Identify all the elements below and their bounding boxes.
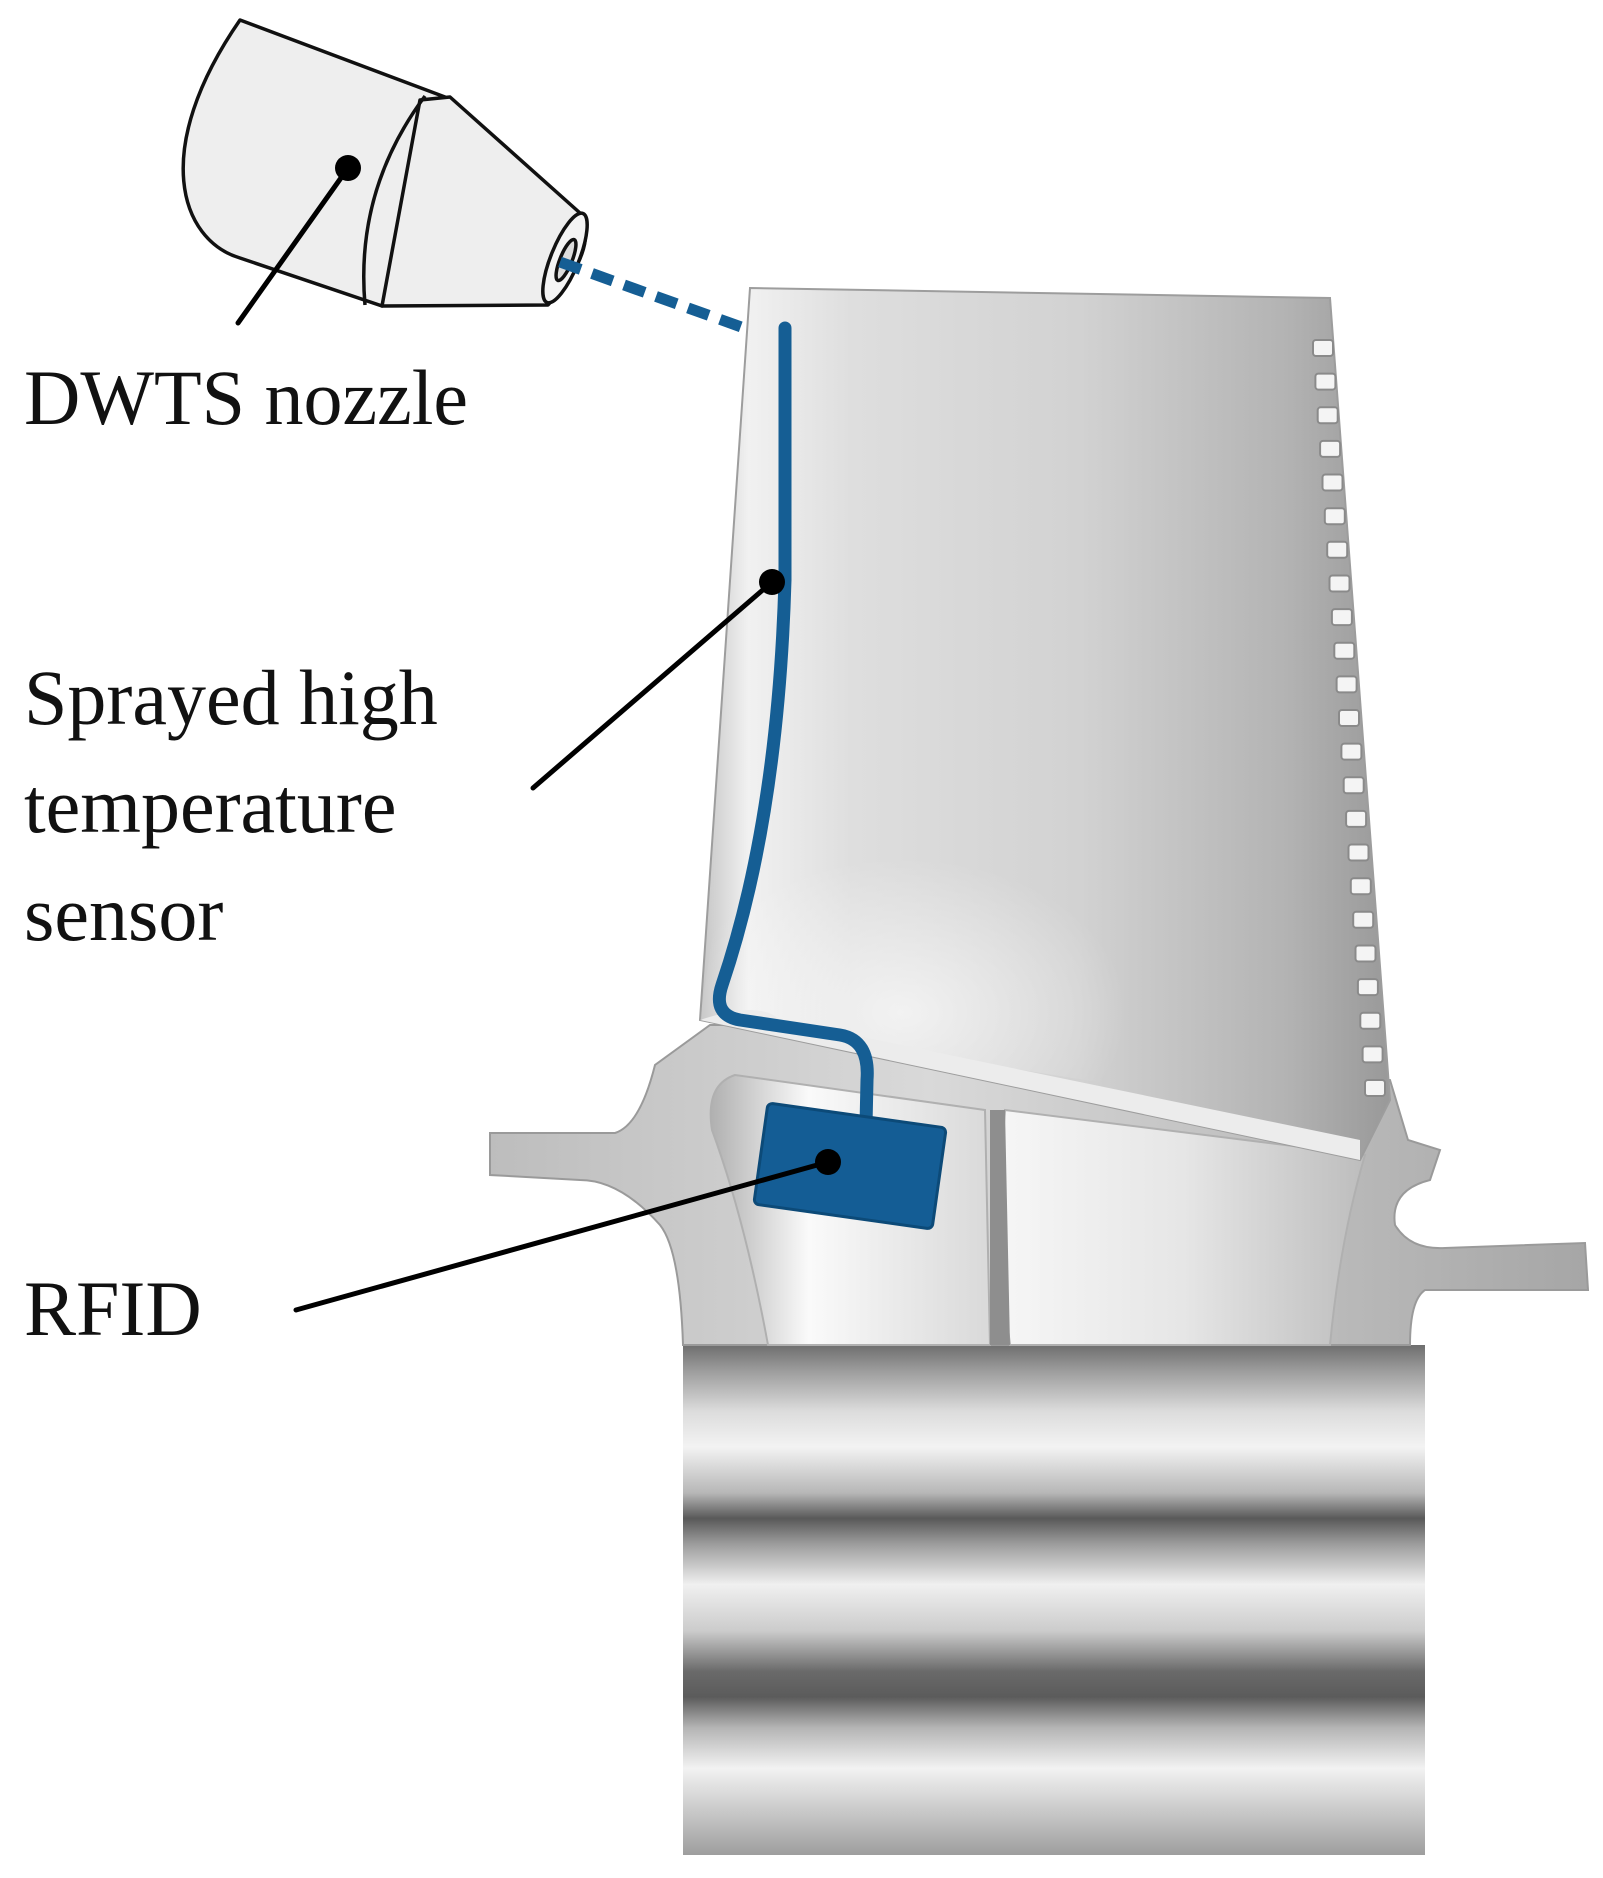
leader-sensor bbox=[530, 579, 775, 791]
cooling-slot bbox=[1326, 540, 1349, 559]
label-rfid: RFID bbox=[24, 1255, 202, 1363]
label-sensor-line2: temperature bbox=[24, 762, 397, 849]
cooling-slot bbox=[1321, 473, 1344, 492]
leader-rfid bbox=[293, 1159, 831, 1313]
label-sensor: Sprayed high temperature sensor bbox=[24, 644, 438, 968]
pocket-divider bbox=[990, 1110, 1010, 1345]
cooling-slot bbox=[1359, 1011, 1382, 1030]
rfid-tag-icon bbox=[752, 1102, 948, 1230]
label-sensor-line1: Sprayed high bbox=[24, 654, 438, 741]
cooling-slot bbox=[1328, 574, 1351, 593]
label-rfid-text: RFID bbox=[24, 1265, 202, 1352]
turbine-blade-icon bbox=[489, 286, 1590, 1855]
cooling-slot bbox=[1335, 675, 1358, 694]
cooling-slot bbox=[1342, 776, 1365, 795]
cooling-slot bbox=[1338, 709, 1360, 727]
dot-sensor bbox=[759, 569, 785, 595]
nozzle-body bbox=[181, 18, 447, 308]
blade-highlight bbox=[700, 780, 1150, 1090]
cooling-slot bbox=[1316, 406, 1339, 425]
label-sensor-line3: sensor bbox=[24, 870, 224, 957]
leader-lines bbox=[235, 165, 831, 1313]
cooling-slot bbox=[1319, 439, 1342, 458]
sensor-trace bbox=[712, 321, 874, 1132]
cooling-slot bbox=[1347, 843, 1370, 862]
dot-nozzle bbox=[335, 155, 361, 181]
leader-nozzle bbox=[235, 165, 351, 326]
nozzle-seam bbox=[362, 94, 427, 306]
cooling-slot bbox=[1352, 910, 1375, 929]
cooling-slot bbox=[1340, 742, 1363, 761]
spray-line bbox=[558, 256, 760, 339]
cooling-slot bbox=[1361, 1045, 1384, 1064]
cooling-slot bbox=[1354, 944, 1377, 963]
cooling-slot bbox=[1345, 809, 1368, 828]
dot-rfid bbox=[815, 1149, 841, 1175]
cooling-slot bbox=[1330, 608, 1353, 627]
cooling-slot bbox=[1314, 372, 1337, 391]
cooling-slot bbox=[1349, 877, 1372, 896]
blade-root bbox=[683, 1345, 1425, 1855]
cooling-slot bbox=[1323, 507, 1346, 526]
cooling-slot bbox=[1333, 641, 1356, 660]
cooling-slot bbox=[1364, 1079, 1386, 1097]
label-nozzle: DWTS nozzle bbox=[24, 344, 468, 452]
label-nozzle-text: DWTS nozzle bbox=[24, 354, 469, 441]
cooling-slot bbox=[1312, 339, 1334, 357]
nozzle-icon bbox=[181, 18, 589, 308]
cooling-slots bbox=[1312, 339, 1386, 1097]
cooling-slot bbox=[1356, 978, 1379, 997]
